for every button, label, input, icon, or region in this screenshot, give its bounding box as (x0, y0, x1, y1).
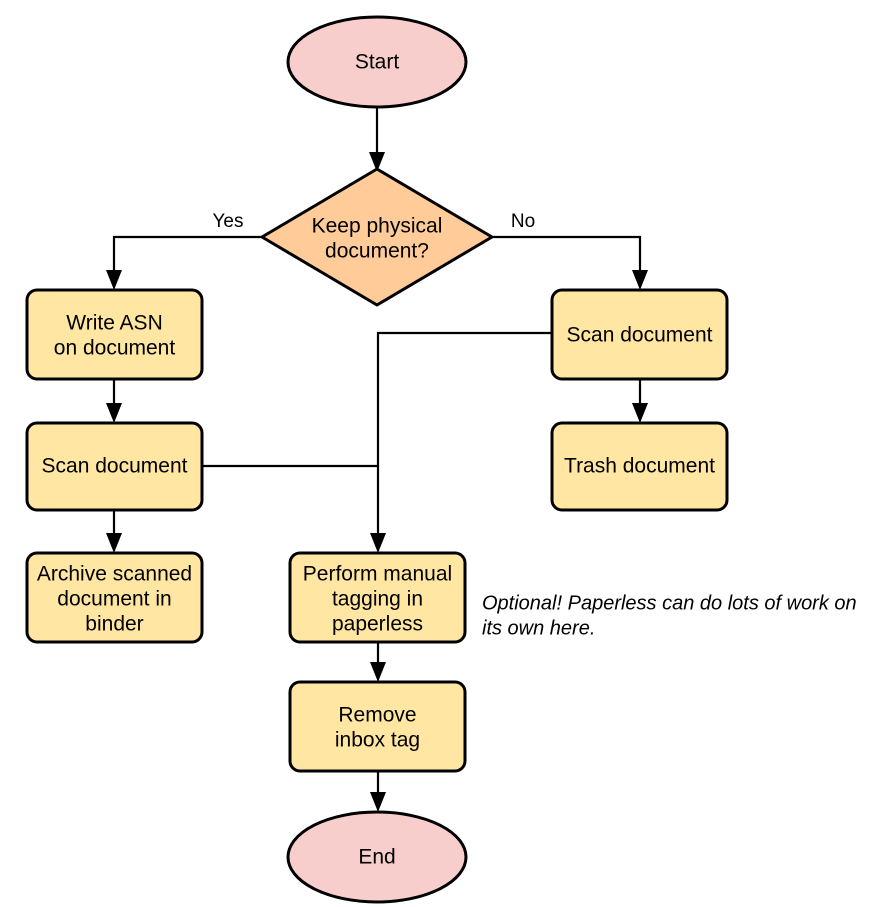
trash-document-label: Trash document (564, 455, 715, 478)
arrowhead-scanleft-to-archive (106, 533, 122, 553)
write-asn-label-line1: Write ASN (66, 312, 162, 335)
decision-label-line2: document? (325, 240, 429, 263)
arrowhead-writeasn-to-scanleft (106, 403, 122, 423)
archive-binder-box (25, 551, 204, 644)
remove-inbox-label-line1: Remove (338, 704, 416, 727)
remove-inbox-label-line2: inbox tag (335, 729, 420, 752)
node-perform-manual-tagging[interactable]: Perform manual tagging in paperless (288, 551, 467, 644)
manual-tagging-label-line1: Perform manual (303, 563, 452, 586)
node-scan-document-right[interactable]: Scan document (550, 288, 729, 381)
note-optional-paperless: Optional! Paperless can do lots of work … (482, 592, 857, 639)
scan-document-left-box (25, 421, 204, 512)
edge-decision-yes (112, 235, 262, 278)
trash-document-box (550, 421, 729, 512)
edge-decision-no (492, 235, 642, 278)
edge-scanright-to-tagging (376, 331, 552, 541)
scan-document-right-label: Scan document (567, 324, 713, 347)
arrowhead-decision-yes (106, 270, 122, 290)
end-label: End (358, 846, 395, 869)
arrowhead-tagging-to-removeinbox (370, 662, 386, 682)
node-trash-document[interactable]: Trash document (550, 421, 729, 512)
arrowhead-start-to-decision (369, 152, 385, 172)
decision-diamond (260, 167, 494, 307)
arrowhead-decision-no (632, 270, 648, 290)
manual-tagging-label-line3: paperless (332, 613, 423, 636)
end-ellipse (286, 810, 468, 904)
write-asn-box (25, 288, 204, 381)
node-remove-inbox-tag[interactable]: Remove inbox tag (288, 680, 467, 773)
archive-binder-label-line2: document in (57, 588, 171, 611)
arrowhead-removeinbox-to-end (370, 792, 386, 812)
node-start[interactable]: Start (286, 15, 468, 109)
start-label: Start (355, 51, 400, 74)
note-line2: its own here. (482, 617, 595, 639)
arrowhead-scanright-to-trash (632, 403, 648, 423)
edge-label-no: No (511, 211, 535, 232)
scan-document-right-box (550, 288, 729, 381)
archive-binder-label-line1: Archive scanned (37, 563, 192, 586)
archive-binder-label-line3: binder (85, 613, 143, 636)
node-decision-keep-physical-document[interactable]: Keep physical document? (260, 167, 494, 307)
write-asn-label-line2: on document (54, 337, 176, 360)
node-archive-scanned-document-in-binder[interactable]: Archive scanned document in binder (25, 551, 204, 644)
edge-labels-layer: Yes No (213, 211, 536, 232)
node-end[interactable]: End (286, 810, 468, 904)
remove-inbox-tag-box (288, 680, 467, 773)
note-line1: Optional! Paperless can do lots of work … (482, 592, 857, 614)
node-scan-document-left[interactable]: Scan document (25, 421, 204, 512)
decision-label-line1: Keep physical (312, 215, 443, 238)
arrowhead-scanright-to-tagging (370, 533, 386, 553)
edge-label-yes: Yes (213, 211, 244, 232)
manual-tagging-box (288, 551, 467, 644)
scan-document-left-label: Scan document (42, 455, 188, 478)
start-ellipse (286, 15, 468, 109)
manual-tagging-label-line2: tagging in (332, 588, 423, 611)
node-write-asn-on-document[interactable]: Write ASN on document (25, 288, 204, 381)
edges-layer (106, 107, 648, 812)
